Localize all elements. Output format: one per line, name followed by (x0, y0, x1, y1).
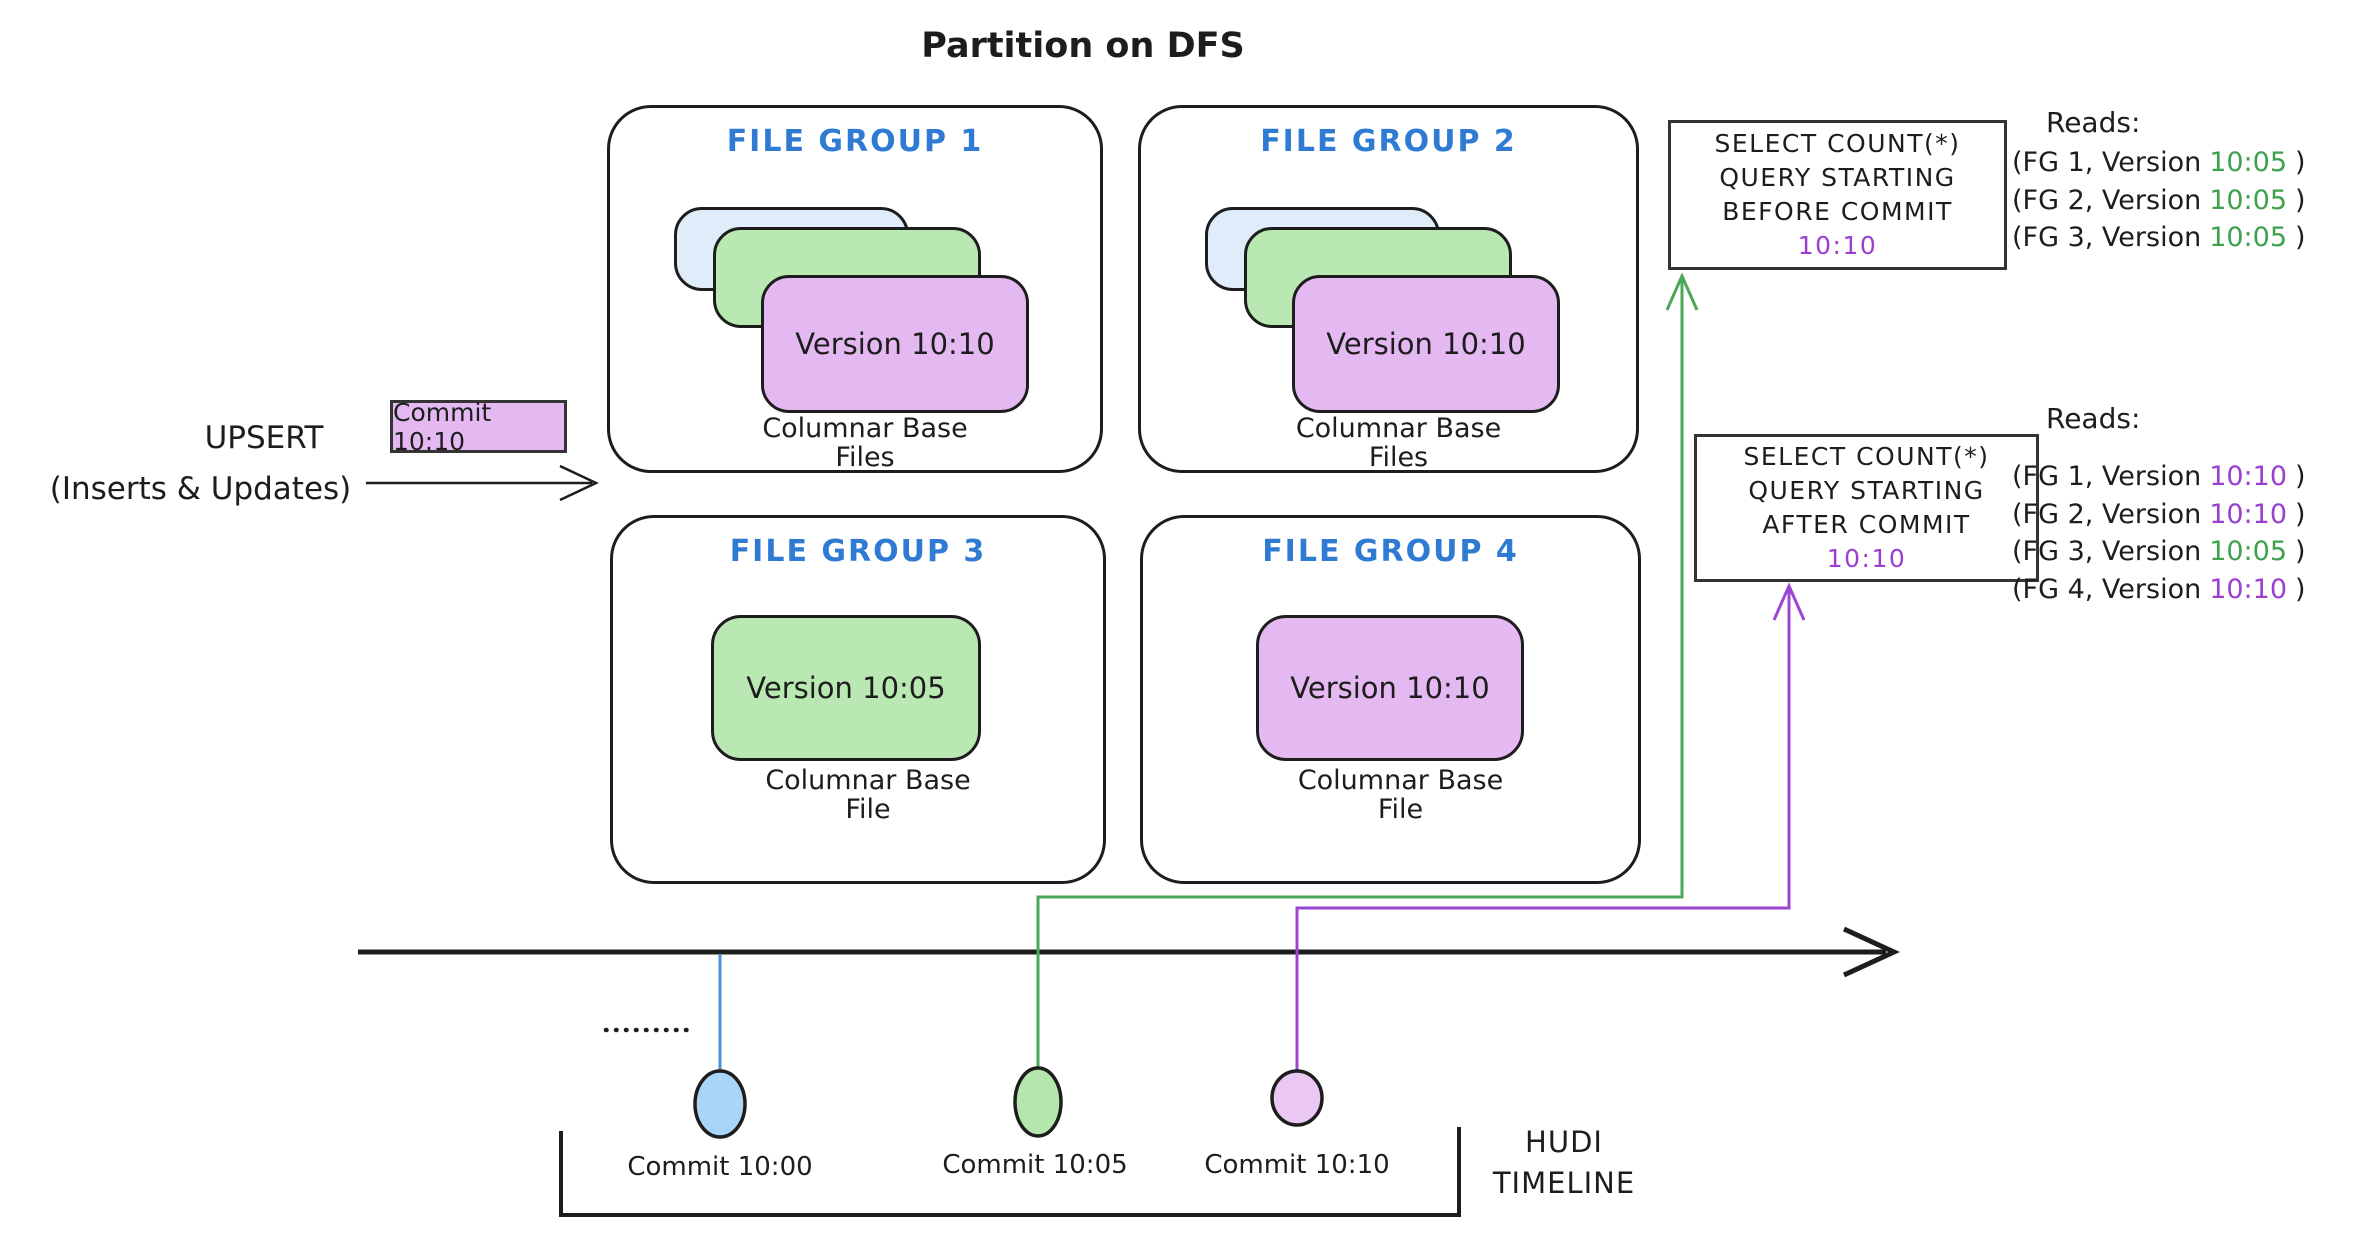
read-prefix: (FG 2, Version (2012, 184, 2202, 216)
file-group-2-box: FILE GROUP 2 Version 10:10 Columnar Base… (1138, 105, 1639, 473)
query-before-arrowhead-icon (1665, 272, 1699, 311)
file-group-1-box: FILE GROUP 1 Version 10:10 Columnar Base… (607, 105, 1103, 473)
query-time: 10:10 (1797, 231, 1878, 260)
file-group-4-box: FILE GROUP 4 Version 10:10 Columnar Base… (1140, 515, 1641, 884)
read-version: 10:05 (2209, 222, 2288, 253)
commit-chip-label: Commit 10:10 (393, 397, 492, 456)
file-group-1-caption: Columnar Base Files (630, 414, 1100, 472)
caption-line: Files (835, 442, 895, 473)
query-line: SELECT COUNT(*) (1743, 442, 1990, 471)
read-prefix: (FG 4, Version (2012, 573, 2202, 605)
query-before-connector (1036, 278, 1684, 1069)
commit-10-00-label: Commit 10:00 (627, 1152, 813, 1182)
file-group-4-caption: Columnar Base File (1163, 766, 1638, 824)
read-suffix: ) (2295, 184, 2306, 216)
version-label: Version 10:10 (1326, 327, 1526, 361)
hudi-label-line: HUDI (1525, 1125, 1603, 1159)
hudi-label-line: TIMELINE (1492, 1166, 1636, 1200)
file-group-2-caption: Columnar Base Files (1161, 414, 1636, 472)
commit-10-05-label: Commit 10:05 (942, 1150, 1128, 1180)
caption-line: Files (1368, 442, 1429, 473)
version-label: Version 10:10 (795, 327, 995, 361)
base-file-card-latest: Version 10:10 (1292, 275, 1560, 413)
read-prefix: (FG 2, Version (2012, 498, 2202, 530)
caption-line: Columnar Base (1297, 765, 1504, 796)
caption-line: Columnar Base (765, 765, 971, 796)
caption-line: File (845, 794, 891, 825)
file-group-1-title: FILE GROUP 1 (726, 124, 984, 159)
read-suffix: ) (2295, 222, 2306, 253)
base-file-card-latest: Version 10:10 (1256, 615, 1524, 761)
reads-title: Reads: (2046, 402, 2141, 435)
file-group-4-title: FILE GROUP 4 (1262, 534, 1519, 569)
upsert-sublabel: (Inserts & Updates) (49, 471, 352, 507)
reads-title: Reads: (2046, 106, 2141, 139)
file-group-2-title: FILE GROUP 2 (1260, 124, 1517, 159)
hudi-timeline-label: HUDI TIMELINE (1464, 1122, 1664, 1204)
query-after-commit-box: SELECT COUNT(*) QUERY STARTING AFTER COM… (1694, 434, 2039, 582)
read-version: 10:05 (2209, 147, 2288, 178)
page-title: Partition on DFS (921, 26, 1245, 66)
read-prefix: (FG 3, Version (2012, 222, 2202, 253)
caption-line: Columnar Base (762, 413, 968, 444)
caption-line: Columnar Base (1295, 413, 1502, 444)
read-version: 10:10 (2209, 461, 2288, 492)
query-line: QUERY STARTING (1748, 476, 1985, 505)
read-prefix: (FG 1, Version (2012, 461, 2202, 492)
commit-10-10-chip: Commit 10:10 (390, 397, 567, 456)
caption-line: File (1377, 794, 1424, 825)
query-line: SELECT COUNT(*) (1714, 129, 1961, 158)
query-time: 10:10 (1826, 544, 1907, 573)
commit-10-05-dot (1013, 1066, 1063, 1138)
commit-10-00-dot (693, 1069, 747, 1139)
version-label: Version 10:05 (746, 671, 946, 705)
query-after-connector (1295, 588, 1791, 1071)
query-after-arrowhead-icon (1772, 582, 1806, 621)
commit-10-10-dot (1270, 1069, 1324, 1127)
timeline-bracket (559, 1127, 1461, 1217)
commit-10-10-label: Commit 10:10 (1204, 1150, 1390, 1180)
file-group-3-box: FILE GROUP 3 Version 10:05 Columnar Base… (610, 515, 1106, 884)
read-version: 10:10 (2209, 573, 2288, 605)
read-suffix: ) (2295, 573, 2306, 605)
read-suffix: ) (2295, 536, 2306, 567)
upsert-arrowhead-icon (559, 464, 599, 502)
read-suffix: ) (2295, 498, 2306, 530)
query-line: QUERY STARTING (1719, 163, 1956, 192)
base-file-card-latest: Version 10:10 (761, 275, 1029, 413)
query-line: AFTER COMMIT (1762, 510, 1971, 539)
base-file-card-latest: Version 10:05 (711, 615, 981, 761)
query-line: BEFORE COMMIT (1722, 197, 1953, 226)
read-version: 10:05 (2209, 536, 2288, 567)
version-label: Version 10:10 (1290, 671, 1490, 705)
read-prefix: (FG 3, Version (2012, 536, 2202, 567)
timeline-arrowhead-icon (1842, 926, 1900, 978)
read-prefix: (FG 1, Version (2012, 147, 2202, 178)
read-version: 10:10 (2209, 498, 2288, 530)
upsert-label: UPSERT (204, 420, 324, 456)
query-before-commit-box: SELECT COUNT(*) QUERY STARTING BEFORE CO… (1668, 120, 2007, 270)
read-suffix: ) (2295, 147, 2306, 178)
read-version: 10:05 (2209, 184, 2288, 216)
file-group-3-caption: Columnar Base File (633, 766, 1103, 824)
file-group-3-title: FILE GROUP 3 (729, 534, 987, 569)
read-suffix: ) (2295, 461, 2306, 492)
